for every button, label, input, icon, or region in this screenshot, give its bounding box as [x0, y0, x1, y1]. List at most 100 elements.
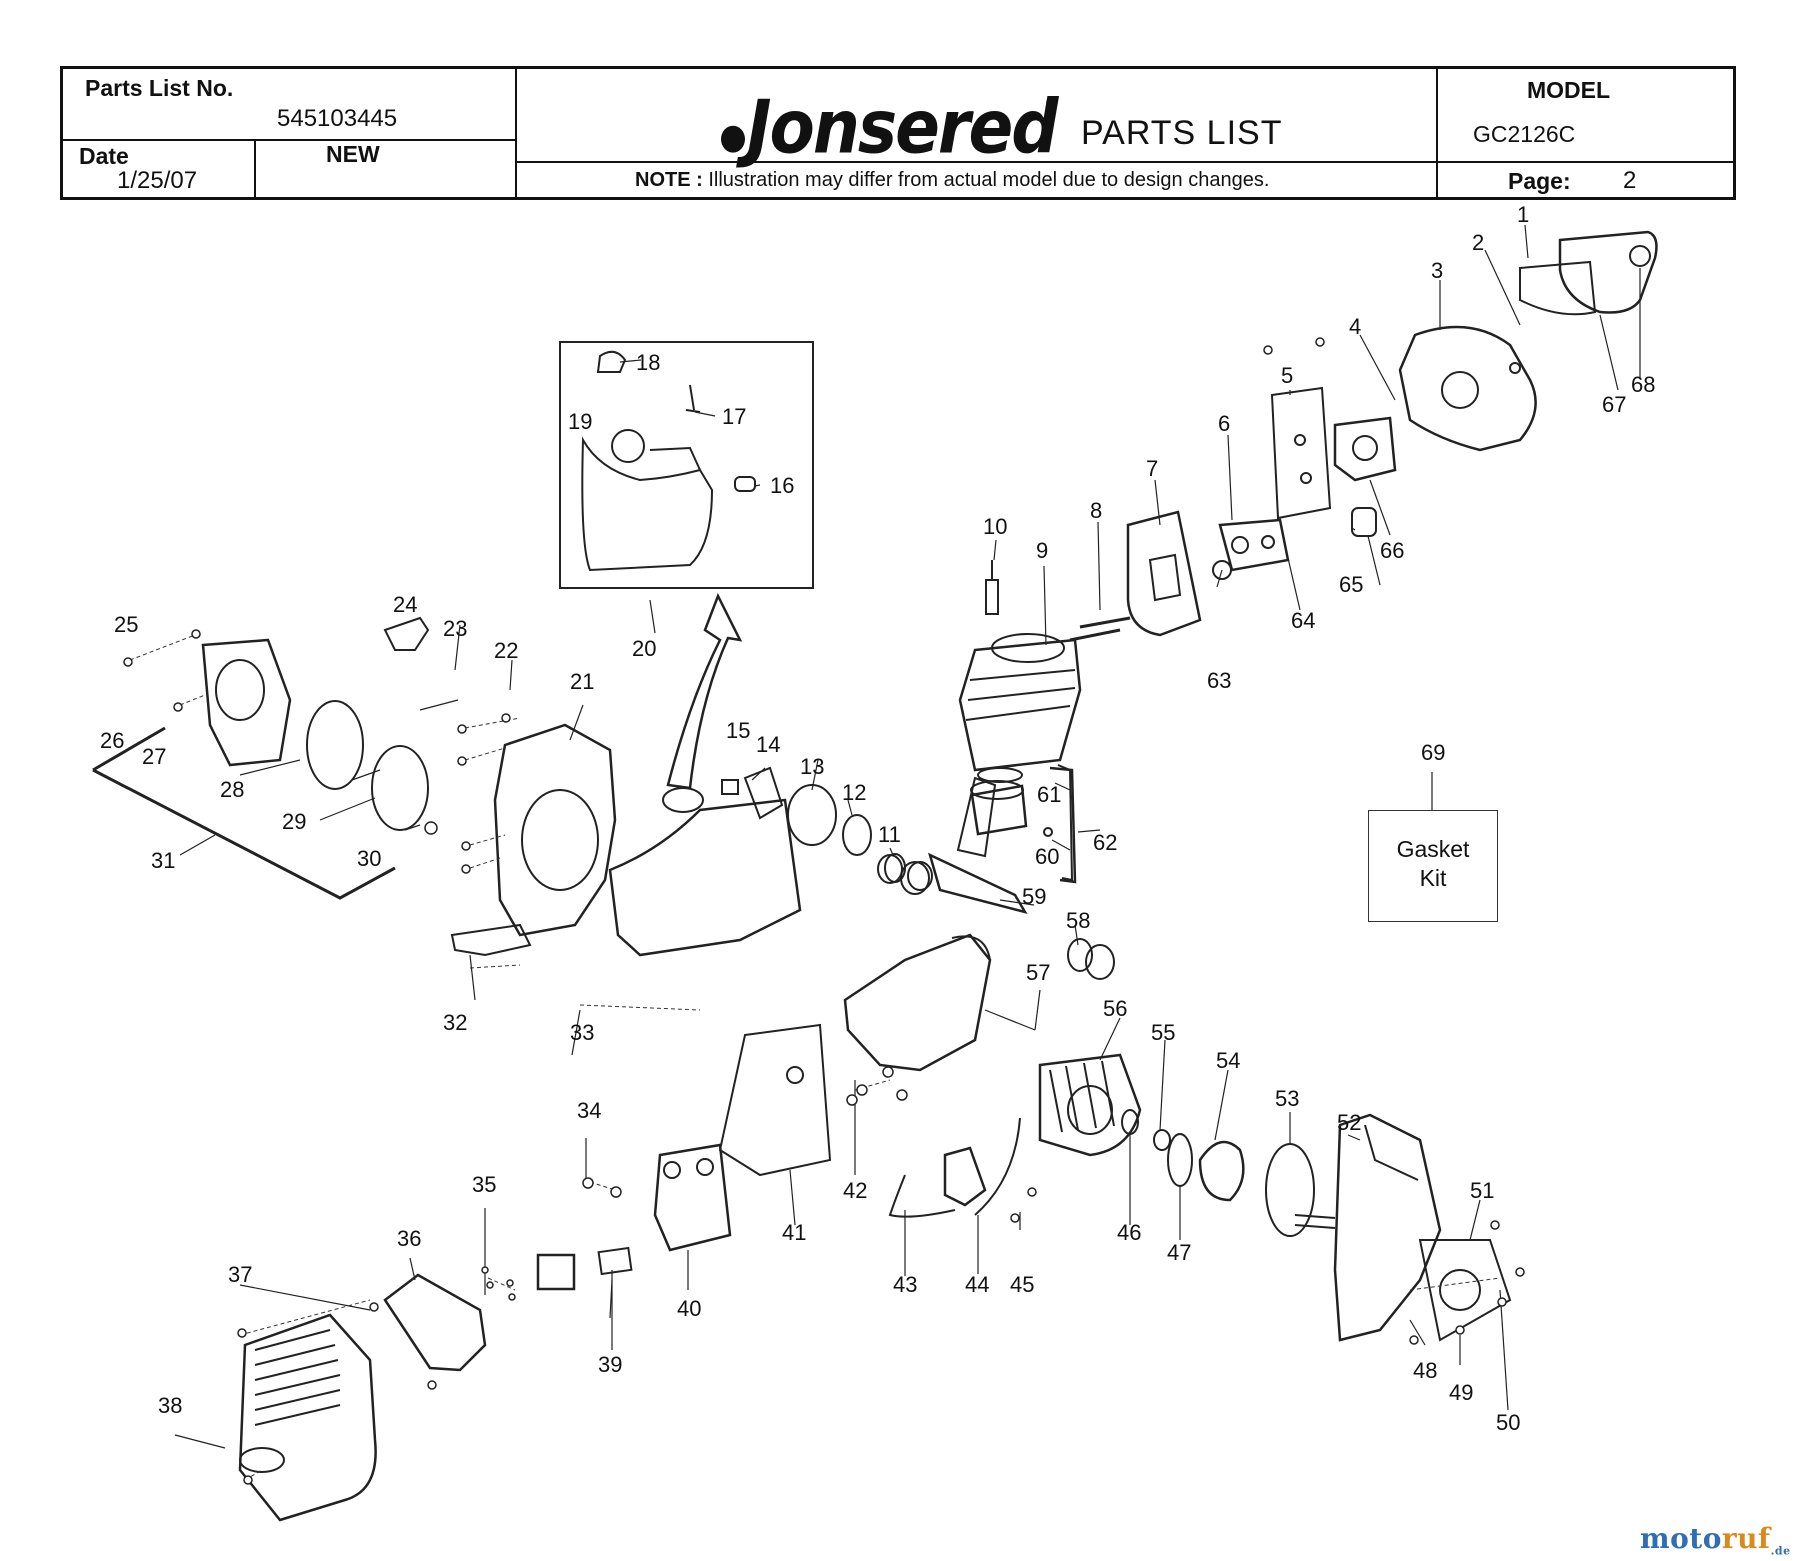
muffler-cover-shape — [383, 1273, 487, 1372]
callout-5: 5 — [1281, 363, 1293, 388]
callout-34: 34 — [577, 1098, 601, 1123]
callout-31: 31 — [151, 848, 175, 873]
intake-manifold-shape — [1218, 518, 1290, 572]
starter-handle-shape — [383, 616, 430, 651]
callout-28: 28 — [220, 777, 244, 802]
date-value: 1/25/07 — [117, 167, 198, 194]
callout-67: 67 — [1602, 392, 1626, 417]
callout-58: 58 — [1066, 908, 1090, 933]
flywheel-shape — [1038, 1053, 1142, 1157]
cylinder-shape — [958, 638, 1082, 772]
jonsered-logo: Jonsered — [721, 90, 1058, 165]
callout-49: 49 — [1449, 1380, 1473, 1405]
crankcase-shape — [843, 933, 992, 1072]
air-filter-shape — [1519, 260, 1597, 316]
gasket-kit-box: Gasket Kit — [1368, 810, 1498, 922]
callout-4: 4 — [1349, 314, 1361, 339]
design-note: NOTE : Illustration may differ from actu… — [635, 169, 1270, 191]
callout-61: 61 — [1037, 782, 1061, 807]
air-box-shape — [653, 1143, 732, 1252]
header-divider — [1436, 161, 1736, 163]
callout-51: 51 — [1470, 1178, 1494, 1203]
header-divider — [63, 139, 515, 141]
callout-21: 21 — [570, 669, 594, 694]
registered-mark: ® — [1046, 95, 1058, 112]
header-divider — [515, 69, 517, 197]
model-label: MODEL — [1527, 77, 1611, 103]
gasket-kit-label-line1: Gasket — [1396, 836, 1470, 862]
assembly-arrow-shape — [666, 592, 743, 790]
callout-2: 2 — [1472, 230, 1484, 255]
callout-18: 18 — [636, 350, 660, 375]
date-label: Date — [79, 143, 129, 169]
callout-59: 59 — [1022, 884, 1046, 909]
callout-22: 22 — [494, 638, 518, 663]
callout-26: 26 — [100, 728, 124, 753]
callout-14: 14 — [756, 732, 780, 757]
piston-shape — [970, 784, 1028, 836]
callout-54: 54 — [1216, 1048, 1240, 1073]
clutch-housing-shape — [1333, 1113, 1442, 1342]
callout-38: 38 — [158, 1393, 182, 1418]
fuel-tank-main-shape — [608, 798, 802, 957]
callout-27: 27 — [142, 744, 166, 769]
callout-60: 60 — [1035, 844, 1059, 869]
callout-17: 17 — [722, 404, 746, 429]
parts-list-header: Parts List No. 545103445 Date 1/25/07 NE… — [60, 66, 1736, 200]
engine-housing-shape — [493, 723, 617, 937]
callout-39: 39 — [598, 1352, 622, 1377]
header-divider — [1436, 69, 1438, 197]
callout-50: 50 — [1496, 1410, 1520, 1435]
recoil-starter-housing-shape — [201, 638, 292, 767]
page-title: PARTS LIST — [1081, 114, 1283, 152]
callout-20: 20 — [632, 636, 656, 661]
callout-46: 46 — [1117, 1220, 1141, 1245]
callout-45: 45 — [1010, 1272, 1034, 1297]
parts-list-no-label: Parts List No. — [85, 75, 234, 101]
callout-10: 10 — [983, 514, 1007, 539]
air-filter-cover-shape — [1558, 230, 1658, 314]
callout-57: 57 — [1026, 960, 1050, 985]
callout-13: 13 — [800, 754, 824, 779]
callout-35: 35 — [472, 1172, 496, 1197]
header-divider — [254, 139, 256, 197]
callout-29: 29 — [282, 809, 306, 834]
callout-52: 52 — [1337, 1110, 1361, 1135]
callout-56: 56 — [1103, 996, 1127, 1021]
callout-62: 62 — [1093, 830, 1117, 855]
callout-23: 23 — [443, 616, 467, 641]
callout-37: 37 — [228, 1262, 252, 1287]
page-label: Page: — [1508, 168, 1571, 194]
carburetor-shape — [1333, 416, 1397, 482]
callout-55: 55 — [1151, 1020, 1175, 1045]
model-value: GC2126C — [1473, 121, 1576, 147]
crankshaft-shape — [928, 852, 1028, 914]
callout-63: 63 — [1207, 668, 1231, 693]
air-filter-housing-shape — [1398, 325, 1537, 452]
callout-24: 24 — [393, 592, 417, 617]
callout-19: 19 — [568, 409, 592, 434]
recoil-spring-shape — [306, 700, 364, 790]
callout-32: 32 — [443, 1010, 467, 1035]
status-label: NEW — [326, 141, 380, 167]
callout-69: 69 — [1421, 740, 1445, 765]
callout-15: 15 — [726, 718, 750, 743]
callout-11: 11 — [878, 822, 901, 847]
callout-8: 8 — [1090, 498, 1102, 523]
muffler-guard-shape — [238, 1313, 377, 1522]
callout-48: 48 — [1413, 1358, 1437, 1383]
callout-6: 6 — [1218, 411, 1230, 436]
page-number: 2 — [1623, 167, 1637, 194]
header-divider — [515, 161, 1736, 163]
callout-47: 47 — [1167, 1240, 1191, 1265]
callout-36: 36 — [397, 1226, 421, 1251]
parts-list-no: 545103445 — [277, 105, 398, 132]
callout-7: 7 — [1146, 456, 1158, 481]
fuel-filter-shape — [611, 429, 645, 463]
callout-65: 65 — [1339, 572, 1363, 597]
starter-pulley-shape — [371, 745, 429, 831]
callout-12: 12 — [842, 780, 866, 805]
callout-33: 33 — [570, 1020, 594, 1045]
heat-shield-shape — [1126, 510, 1202, 637]
